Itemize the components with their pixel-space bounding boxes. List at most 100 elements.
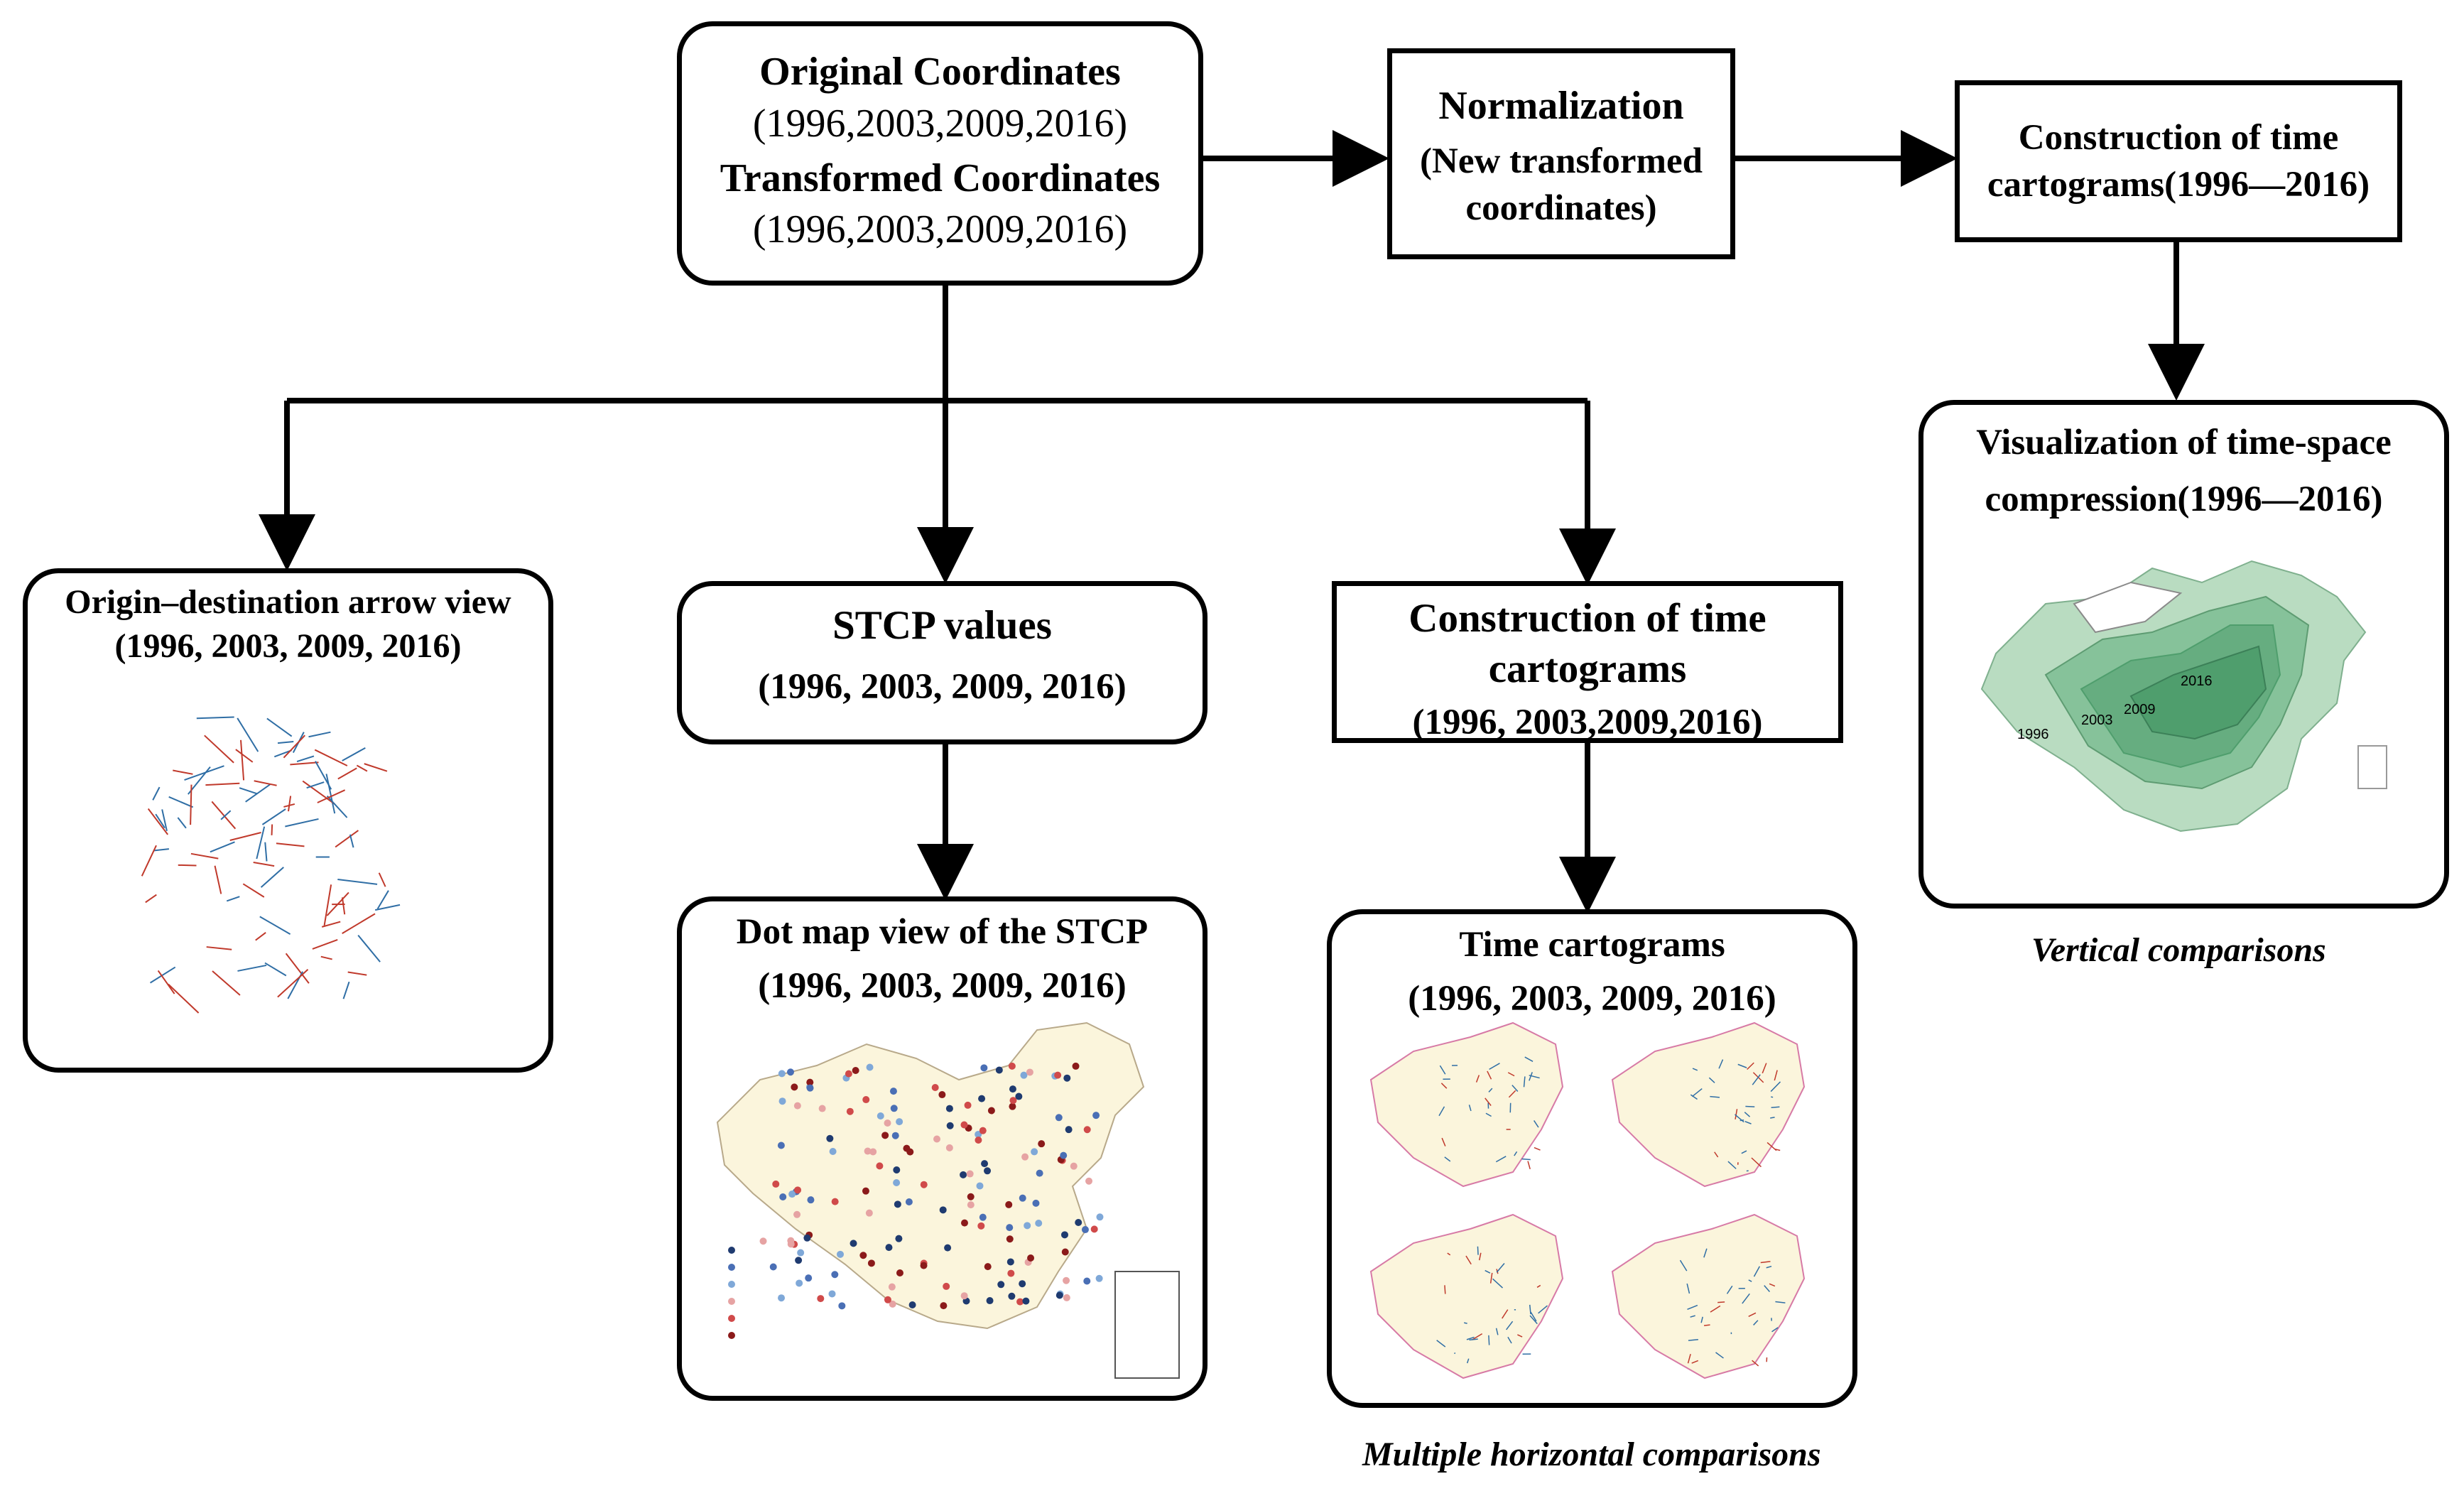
stcp-dot xyxy=(890,1105,898,1112)
stcp-dot xyxy=(986,1297,994,1305)
cartogram-arrow xyxy=(1769,1283,1776,1287)
stcp-dot xyxy=(1027,1254,1035,1262)
od-arrow xyxy=(240,739,245,781)
cartogram-arrow xyxy=(1687,1353,1691,1364)
stcp-dot xyxy=(896,1269,903,1276)
cartogram-arrow xyxy=(1752,1360,1759,1367)
stcp-dot xyxy=(895,1235,903,1242)
cartogram-arrow xyxy=(1478,1252,1482,1261)
stcp-dot xyxy=(967,1193,975,1200)
stcp-dot xyxy=(1072,1062,1080,1070)
cartogram-arrow xyxy=(1726,1285,1733,1294)
stcp-dot xyxy=(806,1078,814,1086)
stcp-dot xyxy=(828,1290,836,1298)
stcp-dot xyxy=(995,1066,1003,1074)
stcp-dot xyxy=(1005,1200,1013,1208)
stcp-dot xyxy=(829,1148,837,1156)
cartogram-arrow xyxy=(1469,1338,1478,1341)
stcp-dot xyxy=(867,1259,875,1267)
original-coordinates-years: (1996,2003,2009,2016) xyxy=(752,101,1128,146)
stcp-dot xyxy=(846,1107,854,1115)
stcp-dot xyxy=(831,1198,839,1205)
stcp-dot xyxy=(967,1201,975,1209)
od-arrow xyxy=(153,848,169,852)
stcp-dot xyxy=(806,1084,814,1092)
cartogram-arrow xyxy=(1737,1063,1747,1068)
transformed-coordinates-years: (1996,2003,2009,2016) xyxy=(752,207,1128,252)
cartogram-arrow xyxy=(1507,1072,1515,1077)
stcp-values-title: STCP values xyxy=(832,603,1052,648)
od-arrow-line1: Origin–destination arrow view xyxy=(65,583,511,621)
cartogram-arrow xyxy=(1471,1333,1483,1340)
od-arrow xyxy=(364,763,388,772)
cartogram-arrow xyxy=(1466,1358,1470,1364)
stcp-dot xyxy=(1035,1220,1043,1227)
stcp-dot xyxy=(803,1234,811,1242)
stcp-dot xyxy=(862,1096,870,1104)
od-arrow xyxy=(190,784,192,825)
stcp-dot xyxy=(1009,1097,1017,1105)
od-arrow xyxy=(152,786,161,801)
od-arrow xyxy=(147,808,168,835)
od-arrow xyxy=(237,964,267,972)
stcp-dot xyxy=(1063,1074,1071,1082)
od-arrow xyxy=(239,787,258,795)
cartogram-arrow xyxy=(1529,1315,1538,1325)
stcp-dot xyxy=(864,1147,872,1155)
cartogram-arrow xyxy=(1751,1157,1762,1168)
stcp-dot xyxy=(869,1148,877,1156)
od-arrow xyxy=(285,818,319,828)
cartogram-arrow xyxy=(1492,1278,1504,1289)
od-arrow xyxy=(235,749,254,763)
cartogram-arrow xyxy=(1775,1301,1786,1303)
od-arrow xyxy=(155,813,165,829)
od-arrow xyxy=(161,809,168,832)
cartogram-arrow xyxy=(1438,1106,1445,1117)
od-arrow xyxy=(342,747,366,761)
stcp-dot xyxy=(976,1182,984,1190)
cartogram-arrow xyxy=(1700,1316,1703,1323)
od-arrow xyxy=(308,731,331,738)
od-arrow xyxy=(335,830,359,848)
stcp-dot xyxy=(920,1262,928,1269)
stcp-dot xyxy=(889,1300,896,1308)
od-arrow xyxy=(266,717,293,737)
od-arrow xyxy=(157,970,175,994)
stcp-dot xyxy=(1075,1219,1082,1227)
cartogram-arrow xyxy=(1485,1112,1492,1117)
cartogram-arrow xyxy=(1718,1059,1724,1069)
od-arrow xyxy=(326,891,349,916)
stcp-dot xyxy=(980,1064,988,1072)
od-arrow xyxy=(283,734,305,759)
od-arrow xyxy=(259,916,291,936)
cartogram-arrow xyxy=(1489,1272,1493,1284)
cartogram-arrow xyxy=(1502,1309,1509,1319)
od-arrow xyxy=(321,921,341,928)
stcp-dot xyxy=(1063,1294,1070,1301)
od-arrow xyxy=(184,765,224,781)
od-arrow xyxy=(260,867,284,888)
stcp-dot xyxy=(1060,1231,1068,1239)
od-arrow xyxy=(173,769,193,775)
stcp-dot xyxy=(888,1283,896,1291)
cartogram-arrow xyxy=(1762,1063,1767,1074)
stcp-dot xyxy=(939,1206,947,1214)
stcp-dot xyxy=(987,1107,995,1115)
od-arrow xyxy=(296,755,315,763)
stcp-dot xyxy=(893,1178,901,1186)
cartogram-panel xyxy=(1369,1021,1564,1188)
od-arrow-box: Origin–destination arrow view (1996, 200… xyxy=(23,568,553,1073)
stcp-dot xyxy=(794,1186,802,1194)
construction-overall-box: Construction of time cartograms(1996—201… xyxy=(1955,80,2402,242)
od-arrow xyxy=(245,784,271,803)
cartogram-arrow xyxy=(1744,1120,1752,1124)
stcp-dot xyxy=(759,1237,767,1245)
od-arrow xyxy=(325,774,336,814)
cartogram-arrow xyxy=(1742,1293,1750,1304)
od-arrow xyxy=(242,883,265,898)
od-arrow xyxy=(347,971,367,976)
legend-dot xyxy=(728,1315,735,1322)
stcp-dot xyxy=(933,1135,941,1143)
cartogram-arrow xyxy=(1748,1279,1752,1282)
